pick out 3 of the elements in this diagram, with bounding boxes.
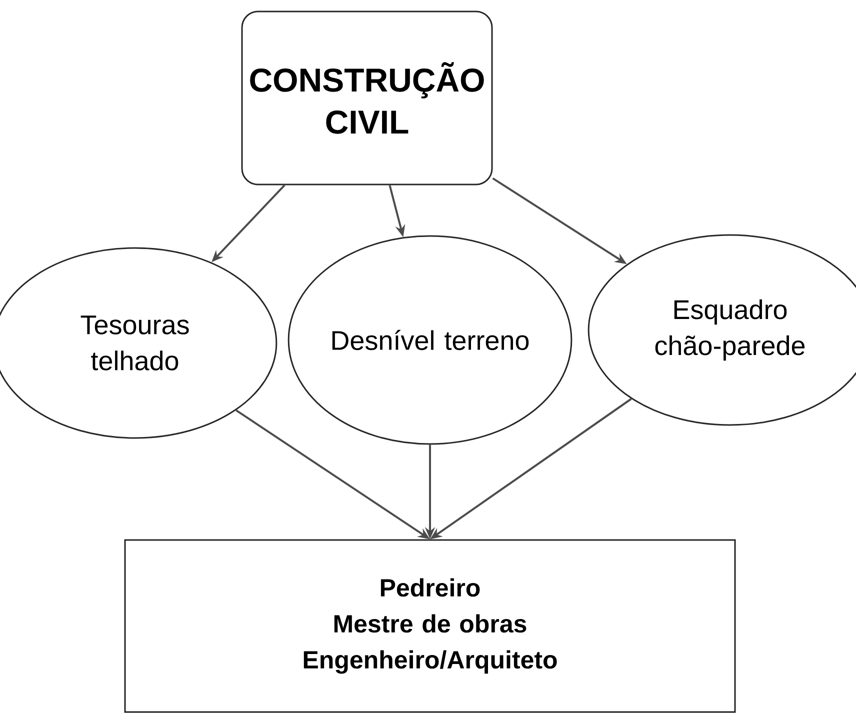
title-box: CONSTRUÇÃO CIVIL [241,10,493,186]
list-box: Pedreiro Mestre de obras Engenheiro/Arquiteto [124,539,736,713]
ellipse-node: Desnível terreno [288,235,572,445]
